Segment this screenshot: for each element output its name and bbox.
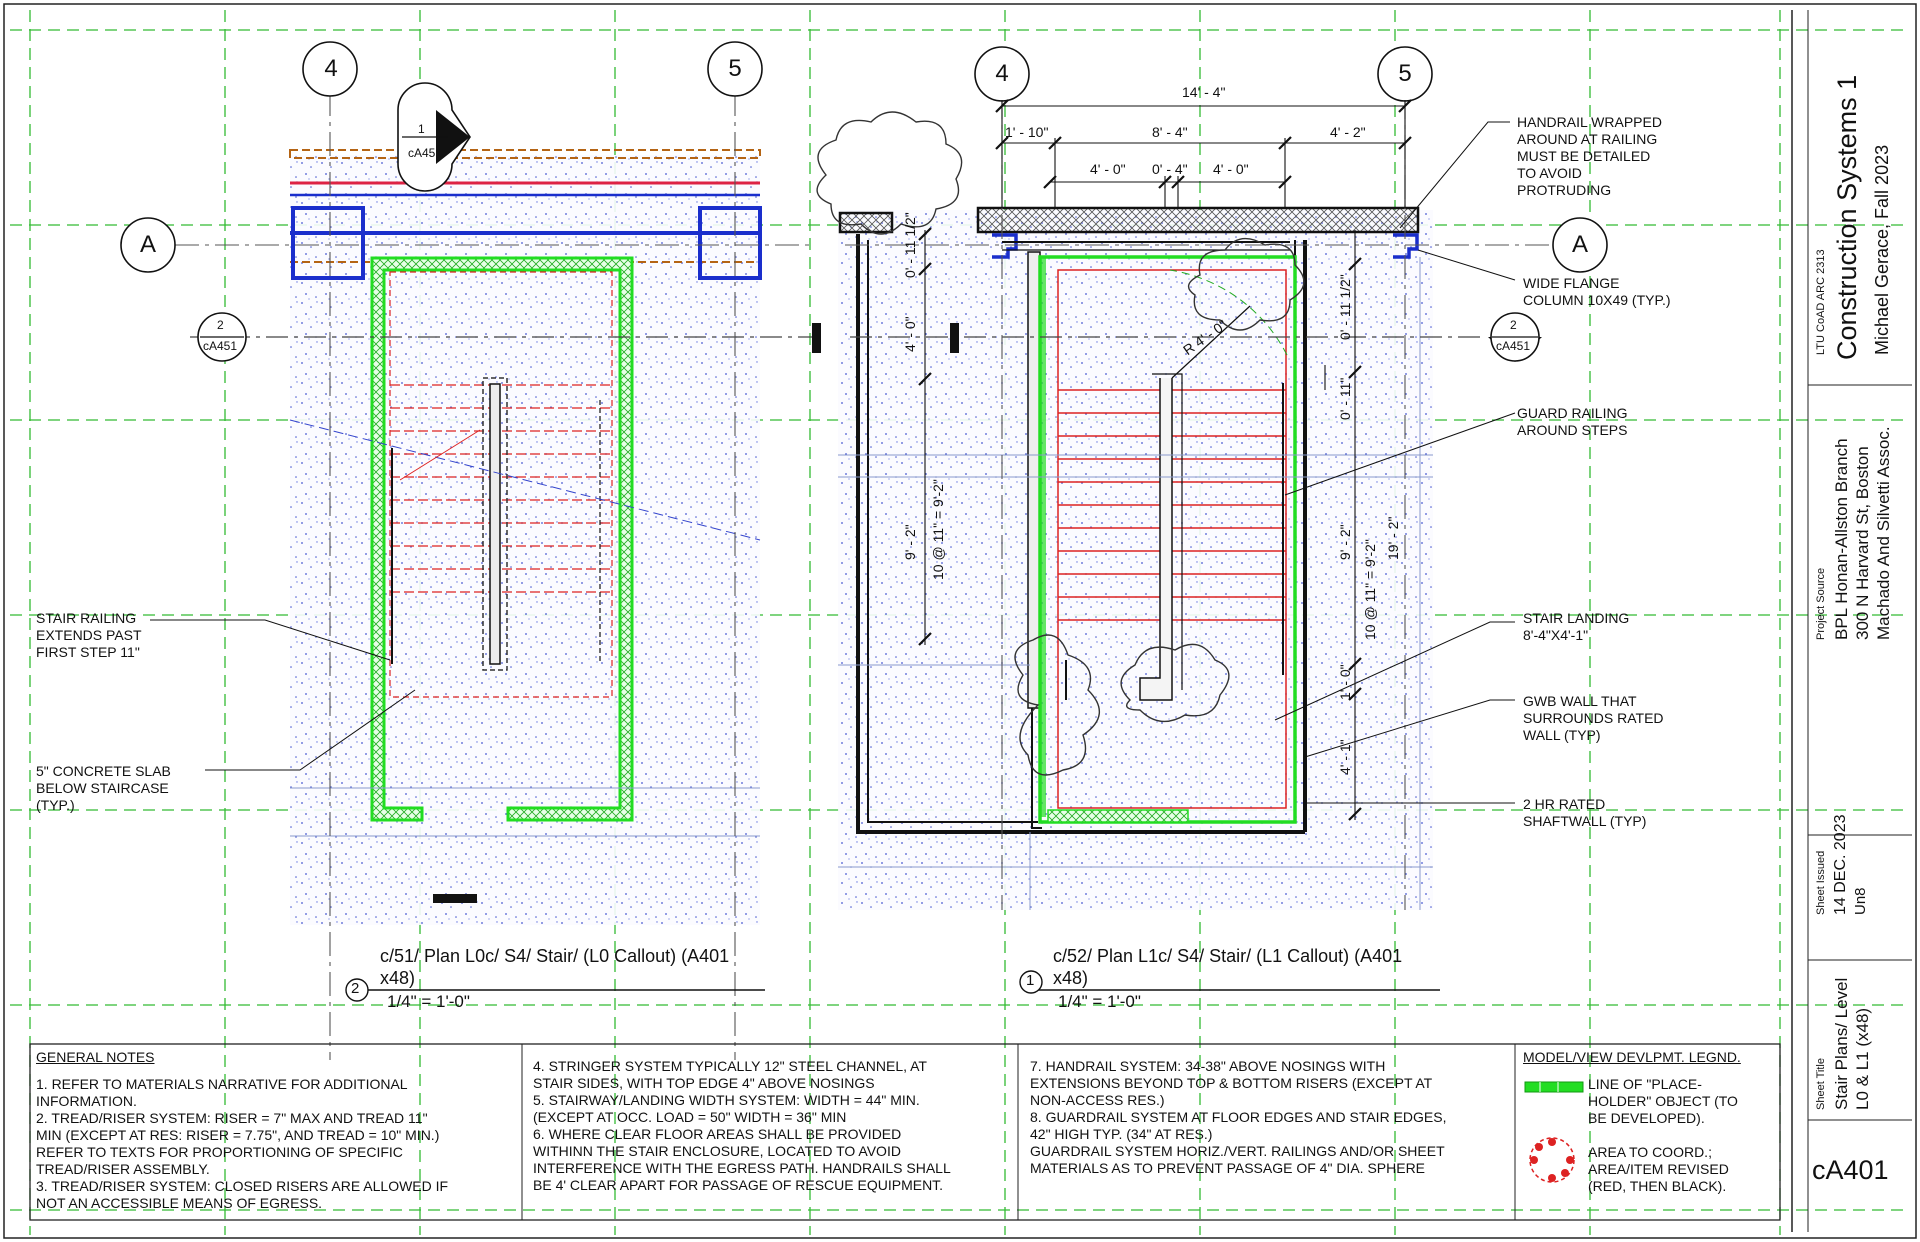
section-2-sheet-right: cA451 bbox=[1496, 339, 1531, 353]
view-number-right: 1 bbox=[1026, 972, 1035, 989]
tb-source-line-1: BPL Honan-Allston Branch bbox=[1832, 438, 1851, 640]
dim-sub-b: 0' - 4" bbox=[1152, 161, 1188, 177]
tb-source-line-2: 300 N Harvard St, Boston bbox=[1853, 446, 1872, 640]
notes-col-2: 4. STRINGER SYSTEM TYPICALLY 12" STEEL C… bbox=[533, 1058, 951, 1193]
dim-sub-c: 4' - 0" bbox=[1213, 161, 1249, 177]
tb-source-label: Project Source bbox=[1815, 567, 1827, 640]
callout-wide-flange: WIDE FLANGE COLUMN 10X49 (TYP.) bbox=[1523, 275, 1671, 308]
section-1-number: 1 bbox=[418, 122, 425, 136]
grid-label-a-left: A bbox=[139, 231, 156, 258]
dim-v-treads-right: 10 @ 11" = 9'-2" bbox=[1362, 539, 1378, 640]
dim-seg-c: 4' - 2" bbox=[1330, 124, 1366, 140]
dim-v-top-left: 0' - 11 1/2" bbox=[902, 212, 918, 278]
notes-col-3: 7. HANDRAIL SYSTEM: 34-38" ABOVE NOSINGS… bbox=[1030, 1058, 1447, 1176]
tb-issued-unit: Un8 bbox=[1852, 887, 1869, 915]
grid-label-4-left: 4 bbox=[324, 55, 338, 82]
dim-v-4-1-right: 4' - 1" bbox=[1337, 739, 1353, 775]
section-2-sheet-left: cA451 bbox=[203, 339, 238, 353]
dim-v-run-left: 9' - 2" bbox=[902, 524, 918, 560]
tb-sheet-title-line-1: Stair Plans/ Level bbox=[1832, 977, 1851, 1110]
tb-project-title: Construction Systems 1 bbox=[1832, 74, 1862, 360]
dim-v-treads-left: 10 @ 11" = 9'-2" bbox=[930, 479, 946, 580]
legend-heading: MODEL/VIEW DEVLPMT. LEGND. bbox=[1523, 1049, 1741, 1065]
view-number-left: 2 bbox=[351, 980, 360, 997]
notes-col-1: 1. REFER TO MATERIALS NARRATIVE FOR ADDI… bbox=[36, 1076, 449, 1211]
tb-sheet-title-line-2: L0 & L1 (x48) bbox=[1853, 1007, 1872, 1110]
leader-lines bbox=[150, 121, 1516, 804]
legend-item-revision: AREA TO COORD.; AREA/ITEM REVISED (RED, … bbox=[1588, 1144, 1729, 1194]
dim-sub-a: 4' - 0" bbox=[1090, 161, 1126, 177]
dim-seg-b: 8' - 4" bbox=[1152, 124, 1188, 140]
grid-label-4-right: 4 bbox=[995, 60, 1009, 87]
view-title-left: c/51/ Plan L0c/ S4/ Stair/ (L0 Callout) … bbox=[380, 946, 730, 988]
tb-source-line-3: Machado And Silvetti Assoc. bbox=[1874, 426, 1893, 640]
section-marker-shapes bbox=[197, 82, 1542, 362]
tb-sheet-number: cA401 bbox=[1812, 1155, 1889, 1185]
grid-bubbles bbox=[120, 41, 1608, 273]
tb-issued-label: Sheet Issued bbox=[1815, 850, 1827, 915]
callout-stair-railing: STAIR RAILING EXTENDS PAST FIRST STEP 11… bbox=[36, 610, 142, 660]
grid-label-a-right: A bbox=[1571, 231, 1588, 258]
callout-stair-landing: STAIR LANDING 8'-4"X4'-1" bbox=[1523, 610, 1630, 643]
view-title-rules bbox=[345, 970, 1440, 1002]
grid-label-5-left: 5 bbox=[728, 55, 742, 82]
frames bbox=[29, 10, 1912, 1232]
dim-v-1-0-right: 1' - 0" bbox=[1337, 664, 1353, 700]
tb-course: LTU CoAD ARC 2313 bbox=[1815, 249, 1827, 355]
dim-v-11-right: 0' - 11" bbox=[1337, 377, 1353, 420]
tb-author-term: Michael Gerace, Fall 2023 bbox=[1872, 144, 1892, 355]
dim-v-mid-left: 4' - 0" bbox=[902, 316, 918, 352]
tb-sheet-title-label: Sheet Title bbox=[1815, 1058, 1827, 1110]
dim-seg-a: 1' - 10" bbox=[1005, 124, 1049, 140]
tb-issued-date: 14 DEC. 2023 bbox=[1832, 814, 1849, 915]
callout-handrail-wrapped: HANDRAIL WRAPPED AROUND AT RAILING MUST … bbox=[1517, 114, 1662, 198]
legend-item-placeholder: LINE OF "PLACE- HOLDER" OBJECT (TO BE DE… bbox=[1588, 1076, 1738, 1126]
section-2-number-right: 2 bbox=[1510, 318, 1517, 332]
view-title-right: c/52/ Plan L1c/ S4/ Stair/ (L1 Callout) … bbox=[1053, 946, 1403, 988]
revision-clouds bbox=[816, 111, 1305, 776]
right-plan bbox=[838, 206, 1480, 910]
section-1-sheet: cA451 bbox=[408, 146, 443, 160]
grid-lines bbox=[175, 92, 1550, 1060]
sheet-border bbox=[3, 3, 1917, 1239]
notes-heading: GENERAL NOTES bbox=[36, 1049, 155, 1065]
dim-v-total-right: 19' - 2" bbox=[1385, 516, 1401, 560]
dim-overall: 14' - 4" bbox=[1182, 84, 1226, 100]
section-2-number-left: 2 bbox=[217, 318, 224, 332]
dimension-lines bbox=[924, 100, 1406, 820]
callout-guard-railing: GUARD RAILING AROUND STEPS bbox=[1517, 405, 1628, 438]
view-scale-right: 1/4" = 1'-0" bbox=[1058, 992, 1141, 1011]
dimension-ticks bbox=[918, 99, 1412, 821]
callout-gwb-wall: GWB WALL THAT SURROUNDS RATED WALL (TYP) bbox=[1523, 693, 1664, 743]
dim-v-run-right: 9' - 2" bbox=[1337, 524, 1353, 560]
legend-swatches bbox=[1524, 1081, 1584, 1183]
dim-v-top-right: 0' - 11 1/2" bbox=[1337, 274, 1353, 340]
grid-label-5-right: 5 bbox=[1398, 60, 1412, 87]
callout-concrete-slab: 5" CONCRETE SLAB BELOW STAIRCASE (TYP.) bbox=[36, 763, 171, 813]
view-scale-left: 1/4" = 1'-0" bbox=[387, 992, 470, 1011]
callout-shaftwall: 2 HR RATED SHAFTWALL (TYP) bbox=[1523, 796, 1647, 829]
left-plan bbox=[190, 130, 821, 925]
